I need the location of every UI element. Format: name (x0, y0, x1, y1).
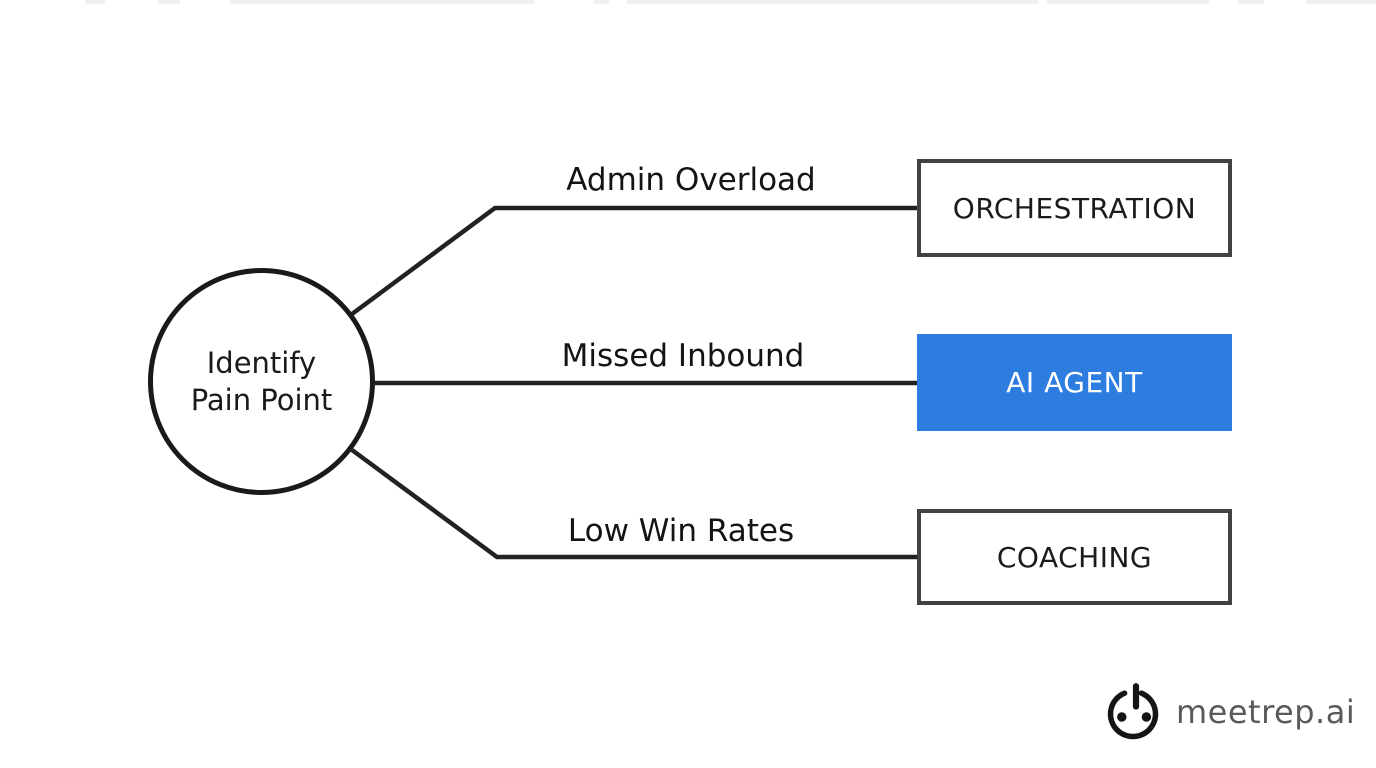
crop-artifact-dash (1306, 0, 1376, 4)
crop-artifact-dash (627, 0, 1039, 4)
crop-artifact-dash (85, 0, 105, 4)
root-node-identify-pain-point: Identify Pain Point (148, 268, 375, 495)
root-node-label-line1: Identify (206, 345, 317, 380)
connector-low-win-rates (350, 448, 917, 560)
branch-label-low-win-rates: Low Win Rates (567, 513, 795, 549)
top-crop-artifact (0, 0, 1376, 5)
crop-artifact-dash (593, 0, 609, 4)
connector-admin-overload (350, 205, 917, 316)
brand-name: meetrep.ai (1176, 693, 1356, 731)
power-button-face-icon (1107, 683, 1159, 740)
target-box-orchestration-label: ORCHESTRATION (952, 191, 1197, 225)
target-box-coaching: COACHING (917, 509, 1232, 605)
root-node-label-line2: Pain Point (190, 382, 333, 417)
branch-label-missed-inbound: Missed Inbound (561, 338, 805, 374)
crop-artifact-dash (1047, 0, 1209, 4)
target-box-ai-agent: AI AGENT (917, 334, 1232, 431)
branch-label-admin-overload: Admin Overload (566, 162, 816, 198)
target-box-ai-agent-label: AI AGENT (1006, 366, 1143, 399)
target-box-coaching-label: COACHING (996, 540, 1153, 574)
crop-artifact-dash (158, 0, 180, 4)
crop-artifact-dash (1238, 0, 1264, 4)
brand-lockup: meetrep.ai (1106, 683, 1355, 741)
crop-artifact-dash (230, 0, 535, 4)
target-box-orchestration: ORCHESTRATION (917, 159, 1232, 257)
